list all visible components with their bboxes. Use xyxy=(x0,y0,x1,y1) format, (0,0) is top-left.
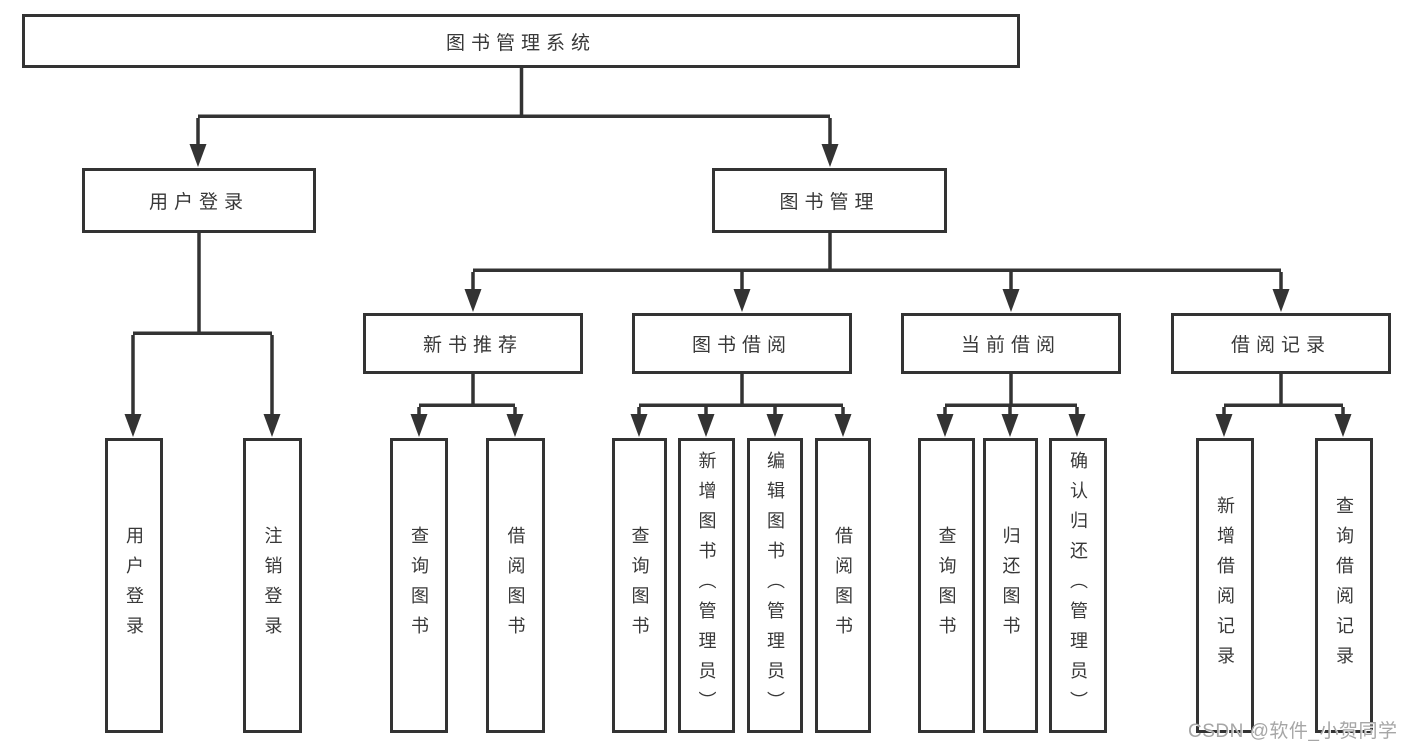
arrowhead-confirm-return-admin xyxy=(1068,414,1086,437)
node-user-login-label: 用户登录 xyxy=(148,192,249,213)
connector-user-login-to-leaves xyxy=(131,232,274,420)
arrowhead-new-book-recommend xyxy=(464,289,482,312)
arrowhead-add-book-admin xyxy=(697,414,715,437)
arrowhead-return-books xyxy=(1001,414,1019,437)
node-current-borrow-label: 当前借阅 xyxy=(960,335,1061,356)
arrowhead-book-management xyxy=(821,144,839,167)
arrowhead-borrow-books-1 xyxy=(506,414,524,437)
arrowhead-borrow-books-2 xyxy=(834,414,852,437)
leaf-return-books: 归还图书 xyxy=(983,438,1038,733)
leaf-edit-book-admin-label: 编辑图书（管理员） xyxy=(765,450,785,721)
leaf-return-books-label: 归还图书 xyxy=(1000,525,1021,646)
arrowhead-book-borrow xyxy=(733,289,751,312)
leaf-search-books-3: 查询图书 xyxy=(918,438,975,733)
node-borrow-records-label: 借阅记录 xyxy=(1230,335,1331,356)
leaf-confirm-return-admin-label: 确认归还（管理员） xyxy=(1068,450,1088,721)
arrowhead-search-books-1 xyxy=(410,414,428,437)
arrowhead-search-books-3 xyxy=(936,414,954,437)
arrowhead-search-books-2 xyxy=(630,414,648,437)
node-root-label: 图书管理系统 xyxy=(445,32,596,54)
leaf-logout: 注销登录 xyxy=(243,438,302,733)
leaf-edit-book-admin: 编辑图书（管理员） xyxy=(747,438,803,733)
node-borrow-records: 借阅记录 xyxy=(1171,313,1391,374)
leaf-borrow-books-1: 借阅图书 xyxy=(486,438,545,733)
connector-book-borrow-to-leaves xyxy=(637,373,845,420)
connector-new-book-to-leaves xyxy=(417,373,517,420)
leaf-search-books-3-label: 查询图书 xyxy=(936,525,957,646)
node-new-book-recommend: 新书推荐 xyxy=(363,313,583,374)
leaf-search-books-2-label: 查询图书 xyxy=(629,525,650,646)
arrowhead-edit-book-admin xyxy=(766,414,784,437)
arrowhead-current-borrow xyxy=(1002,289,1020,312)
node-book-management-label: 图书管理 xyxy=(779,192,880,213)
node-root: 图书管理系统 xyxy=(22,14,1020,68)
leaf-borrow-books-2: 借阅图书 xyxy=(815,438,871,733)
arrowhead-borrow-records xyxy=(1272,289,1290,312)
leaf-borrow-books-2-label: 借阅图书 xyxy=(833,525,853,646)
node-book-borrow: 图书借阅 xyxy=(632,313,852,374)
csdn-watermark: CSDN @软件_小贺同学 xyxy=(1188,721,1398,742)
connector-root-to-level1 xyxy=(196,67,832,150)
connector-borrow-records-to-leaves xyxy=(1222,373,1345,420)
arrowhead-leaf-logout xyxy=(263,414,281,437)
arrowhead-add-borrow-record xyxy=(1215,414,1233,437)
connector-current-borrow-to-leaves xyxy=(943,373,1079,420)
node-book-management: 图书管理 xyxy=(712,168,947,233)
leaf-add-borrow-record-label: 新增借阅记录 xyxy=(1215,495,1235,676)
node-user-login: 用户登录 xyxy=(82,168,316,233)
leaf-confirm-return-admin: 确认归还（管理员） xyxy=(1049,438,1107,733)
leaf-user-login: 用户登录 xyxy=(105,438,163,733)
node-current-borrow: 当前借阅 xyxy=(901,313,1121,374)
connector-book-management-to-level2 xyxy=(471,232,1283,295)
node-new-book-recommend-label: 新书推荐 xyxy=(422,335,523,356)
leaf-logout-label: 注销登录 xyxy=(262,525,283,646)
leaf-add-book-admin: 新增图书（管理员） xyxy=(678,438,735,733)
leaf-search-books-1-label: 查询图书 xyxy=(409,525,429,646)
leaf-add-borrow-record: 新增借阅记录 xyxy=(1196,438,1254,733)
leaf-add-book-admin-label: 新增图书（管理员） xyxy=(696,450,717,721)
leaf-search-borrow-record: 查询借阅记录 xyxy=(1315,438,1373,733)
leaf-borrow-books-1-label: 借阅图书 xyxy=(505,525,526,646)
arrowhead-search-borrow-record xyxy=(1334,414,1352,437)
node-book-borrow-label: 图书借阅 xyxy=(691,335,792,356)
arrowhead-user-login xyxy=(189,144,207,167)
leaf-user-login-label: 用户登录 xyxy=(124,525,144,646)
arrowhead-leaf-user-login xyxy=(124,414,142,437)
leaf-search-books-2: 查询图书 xyxy=(612,438,667,733)
leaf-search-borrow-record-label: 查询借阅记录 xyxy=(1334,495,1354,676)
leaf-search-books-1: 查询图书 xyxy=(390,438,448,733)
